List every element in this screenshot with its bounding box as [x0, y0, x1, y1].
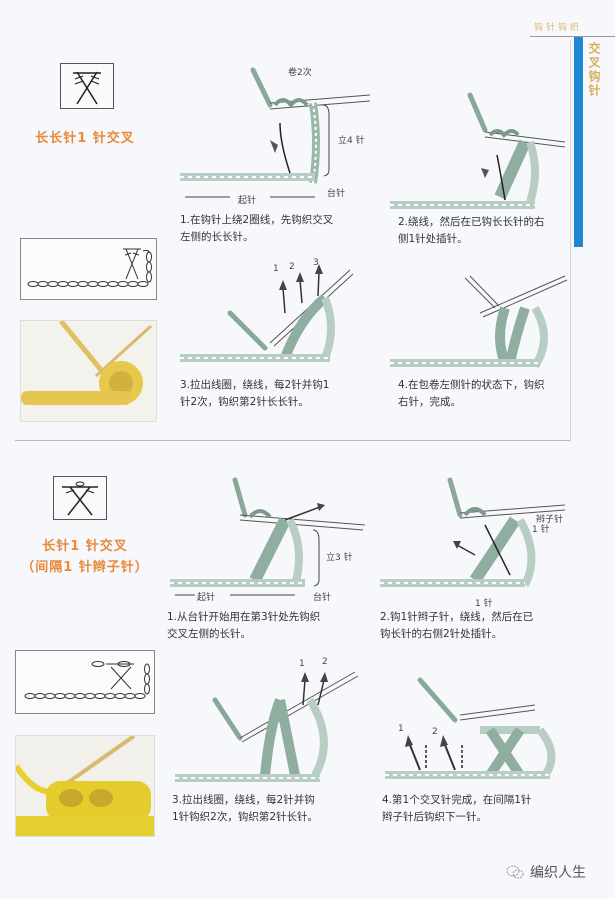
step-diagram-2 [385, 90, 570, 210]
step-caption-4: 4.在包卷左侧针的状态下，钩织 右针，完成。 [398, 377, 598, 411]
watermark: 编织人生 [506, 862, 586, 882]
label-wrap-twice: 卷2次 [288, 68, 312, 78]
label-arrow-2: 2 [432, 727, 438, 737]
label-arrow-2: 2 [322, 657, 328, 667]
caption-line: 交叉左侧的长针。 [167, 628, 251, 640]
section-subtitle: （间隔1 针辫子针） [21, 560, 149, 575]
label-arrow-1: 1 [299, 659, 305, 669]
caption-line: 1.在钩针上绕2圈线，先钩织交叉 [180, 214, 334, 226]
caption-line: 4.第1个交叉针完成，在间隔1针 [382, 794, 532, 806]
step-caption-1: 1.在钩针上绕2圈线，先钩织交叉 左侧的长长针。 [180, 212, 380, 246]
section-title: 长针1 针交叉 [42, 539, 128, 554]
caption-line: 侧1针处插针。 [398, 233, 468, 245]
step-diagram-4 [385, 268, 570, 373]
caption-line: 3.拉出线圈，绕线，每2针并钩1 [180, 379, 330, 391]
wechat-icon [506, 865, 524, 879]
step-caption-3: 3.拉出线圈，绕线，每2针并钩1 针2次，钩织第2针长长针。 [180, 377, 380, 411]
label-arrow-2: 2 [289, 262, 295, 272]
section-frame-line [570, 40, 571, 442]
step-diagram-3 [170, 660, 370, 785]
caption-line: 3.拉出线圈，绕线，每2针并钩 [172, 794, 315, 806]
step-diagram-2 [375, 475, 575, 595]
step-caption-1: 1.从台针开始用在第3针处先钩织 交叉左侧的长针。 [167, 609, 367, 643]
double-crochet-cross-with-chain-icon [53, 476, 107, 520]
label-chain-stitch: 辫子针 [536, 515, 564, 525]
step-diagram-4 [380, 675, 580, 785]
label-base-stitch: 台针 [313, 593, 332, 603]
caption-line: 2.绕线，然后在已钩长长针的右 [398, 216, 545, 228]
treble-crochet-cross-icon [60, 63, 114, 109]
stitch-chart [20, 238, 157, 300]
step-diagram-1 [175, 65, 375, 205]
caption-line: 左侧的长长针。 [180, 231, 254, 243]
step-caption-2: 2.绕线，然后在已钩长长针的右 侧1针处插针。 [398, 214, 598, 248]
watermark-text: 编织人生 [530, 865, 586, 881]
label-base-stitch: 台针 [327, 189, 346, 199]
caption-line: 1.从台针开始用在第3针处先钩织 [167, 611, 321, 623]
header-rule [530, 36, 615, 37]
step-caption-3: 3.拉出线圈，绕线，每2针并钩 1针钩织2次，钩织第2针长针。 [172, 792, 372, 826]
caption-line: 1针钩织2次，钩织第2针长针。 [172, 811, 319, 823]
chapter-title: 交叉钩针 [587, 42, 601, 98]
label-arrow-1: 1 [273, 264, 279, 274]
stitch-chart [15, 650, 155, 714]
label-arrow-3: 3 [313, 258, 319, 268]
step-diagram-3 [175, 258, 375, 373]
step-caption-2: 2.钩1针辫子针，绕线，然后在已 钩长针的右侧2针处插针。 [380, 609, 580, 643]
caption-line: 右针，完成。 [398, 396, 461, 408]
label-stand-stitches: 立4 针 [338, 136, 365, 146]
label-foundation: 起针 [197, 593, 216, 603]
caption-line: 针2次，钩织第2针长长针。 [180, 396, 309, 408]
sample-photo [15, 735, 155, 837]
book-section-label: 钩针钩织 [534, 23, 583, 33]
step-diagram-1 [165, 475, 370, 600]
caption-line: 4.在包卷左侧针的状态下，钩织 [398, 379, 545, 391]
label-one-stitch: 1 针 [475, 599, 493, 609]
caption-line: 辫子针后钩织下一针。 [382, 811, 487, 823]
label-arrow-1: 1 [398, 724, 404, 734]
label-foundation: 起针 [238, 196, 257, 206]
step-caption-4: 4.第1个交叉针完成，在间隔1针 辫子针后钩织下一针。 [382, 792, 582, 826]
accent-side-bar [574, 37, 583, 247]
section-divider [15, 440, 570, 441]
label-chain-count: 1 针 [532, 525, 550, 535]
caption-line: 2.钩1针辫子针，绕线，然后在已 [380, 611, 534, 623]
label-stand-stitches: 立3 针 [326, 553, 353, 563]
sample-photo [20, 320, 157, 422]
section-title: 长长针1 针交叉 [35, 131, 135, 146]
caption-line: 钩长针的右侧2针处插针。 [380, 628, 503, 640]
